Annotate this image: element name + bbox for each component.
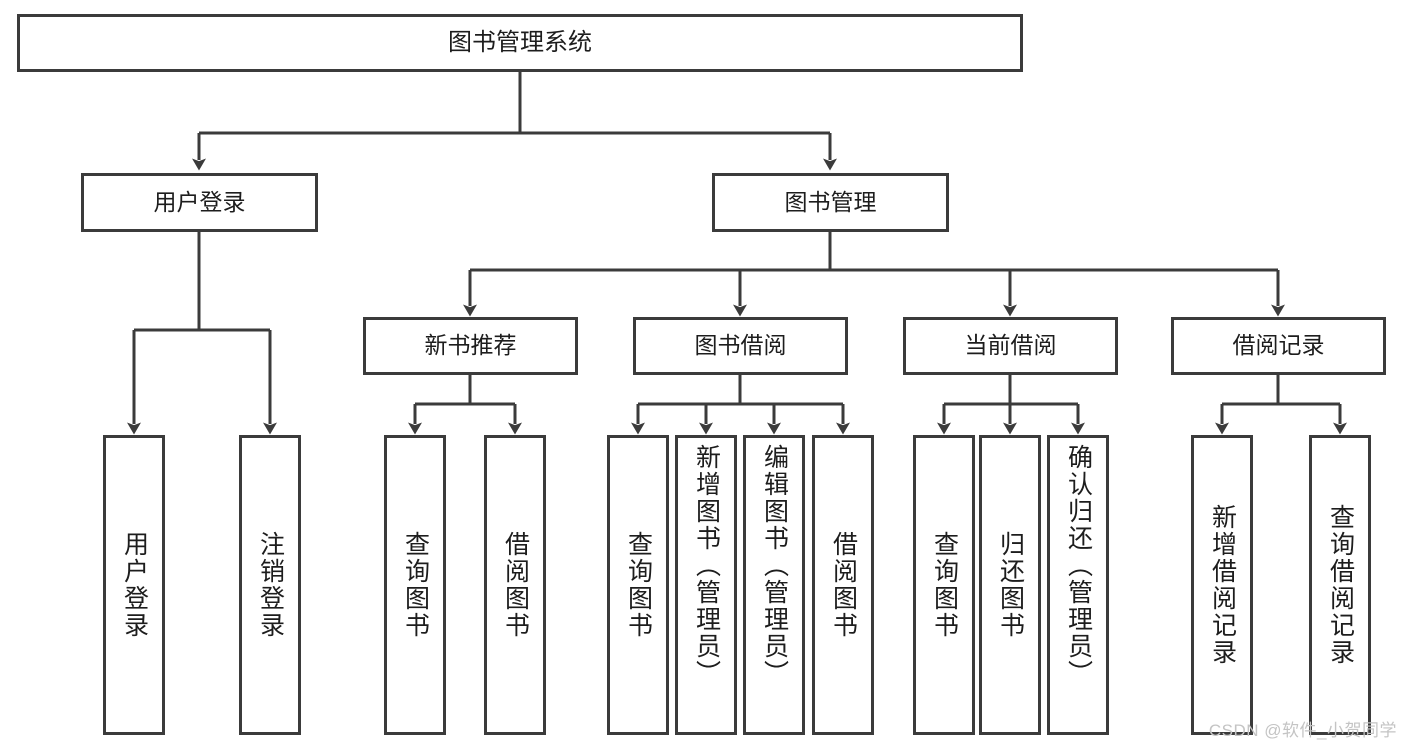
node-new-book-recommend[interactable]: 新书推荐 [363, 317, 578, 375]
node-book-management[interactable]: 图书管理 [712, 173, 949, 232]
node-label: 图书借阅 [694, 332, 787, 359]
node-label: 图书管理系统 [448, 28, 592, 56]
leaf-borrow-book-recommend[interactable]: 借阅图书 [484, 435, 546, 735]
leaf-query-borrow-record[interactable]: 查询借阅记录 [1309, 435, 1371, 735]
node-label: 注销登录 [256, 531, 285, 639]
node-label: 编辑图书（管理员） [760, 444, 789, 687]
node-label: 用户登录 [120, 531, 149, 639]
leaf-edit-book-admin[interactable]: 编辑图书（管理员） [743, 435, 805, 735]
node-label: 归还图书 [996, 531, 1025, 639]
leaf-confirm-return-admin[interactable]: 确认归还（管理员） [1047, 435, 1109, 735]
node-root-book-management-system[interactable]: 图书管理系统 [17, 14, 1023, 72]
leaf-query-book-recommend[interactable]: 查询图书 [384, 435, 446, 735]
node-label: 借阅记录 [1232, 332, 1325, 359]
node-current-borrow[interactable]: 当前借阅 [903, 317, 1118, 375]
leaf-user-login[interactable]: 用户登录 [103, 435, 165, 735]
leaf-return-book[interactable]: 归还图书 [979, 435, 1041, 735]
node-label: 新书推荐 [424, 332, 517, 359]
leaf-logout[interactable]: 注销登录 [239, 435, 301, 735]
node-label: 借阅图书 [829, 531, 858, 639]
node-label: 图书管理 [784, 188, 877, 215]
node-label: 新增借阅记录 [1208, 504, 1237, 666]
node-label: 借阅图书 [501, 531, 530, 639]
node-label: 查询图书 [624, 531, 653, 639]
node-label: 新增图书（管理员） [692, 444, 721, 687]
node-label: 确认归还（管理员） [1064, 444, 1093, 687]
node-label: 查询图书 [401, 531, 430, 639]
node-label: 用户登录 [153, 188, 246, 215]
node-label: 查询借阅记录 [1326, 504, 1355, 666]
node-user-login[interactable]: 用户登录 [81, 173, 318, 232]
leaf-query-book-borrow[interactable]: 查询图书 [607, 435, 669, 735]
leaf-borrow-book[interactable]: 借阅图书 [812, 435, 874, 735]
leaf-add-book-admin[interactable]: 新增图书（管理员） [675, 435, 737, 735]
node-label: 当前借阅 [964, 332, 1057, 359]
csdn-watermark: CSDN @软件_小贺同学 [1208, 721, 1397, 740]
node-label: 查询图书 [930, 531, 959, 639]
node-book-borrow[interactable]: 图书借阅 [633, 317, 848, 375]
leaf-query-book-current[interactable]: 查询图书 [913, 435, 975, 735]
node-borrow-record[interactable]: 借阅记录 [1171, 317, 1386, 375]
leaf-add-borrow-record[interactable]: 新增借阅记录 [1191, 435, 1253, 735]
